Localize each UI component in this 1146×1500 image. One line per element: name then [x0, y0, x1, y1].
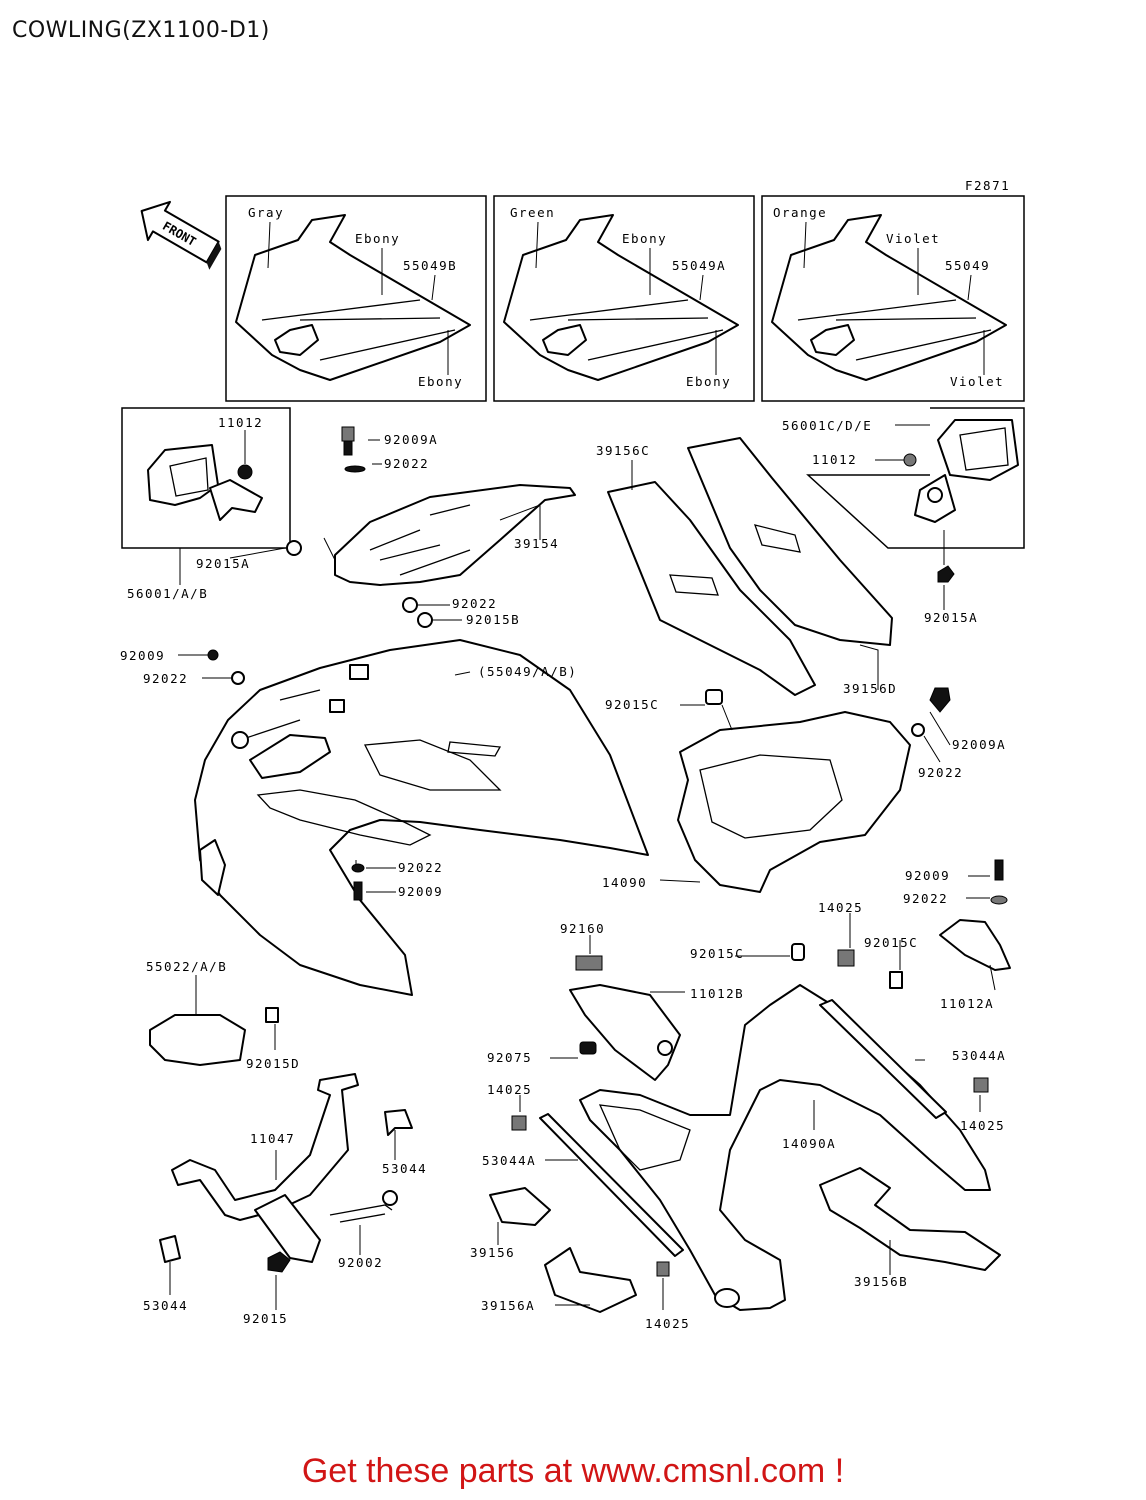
- variant-box-green: Green Ebony 55049A Ebony: [493, 195, 755, 402]
- label-14025-b: 14025: [487, 1082, 532, 1097]
- parts-diagram: F2871 FRONT Gray Ebony 55049B Ebony Gree…: [120, 178, 1025, 1331]
- label-92015a-right: 92015A: [924, 610, 978, 625]
- part-55049-upper-cowling: 92009 92022 (55049/A/B) 92022 92009: [120, 639, 649, 996]
- label-92009a-top: 92009A: [384, 432, 438, 447]
- label-92075: 92075: [487, 1050, 532, 1065]
- label-92022-left: 92022: [143, 671, 188, 686]
- label-14025-d: 14025: [645, 1316, 690, 1331]
- label-53044a-r: 53044A: [952, 1048, 1006, 1063]
- label-11012-right: 11012: [812, 452, 857, 467]
- label-92015c-top: 92015C: [605, 697, 659, 712]
- label-55022: 55022/A/B: [146, 959, 227, 974]
- part-11012b-lower-cover: 92160 92015C 11012B: [560, 921, 805, 1081]
- label-11012a-r: 11012A: [940, 996, 994, 1011]
- label-53044-b: 53044: [143, 1298, 188, 1313]
- label-92009-low: 92009: [398, 884, 443, 899]
- label-92015a-left: 92015A: [196, 556, 250, 571]
- part-39154-upper-inner-cowl: 92009A 92022 39154 92022 92015B: [323, 426, 576, 628]
- label-92009a-right: 92009A: [952, 737, 1006, 752]
- part-39156-pads: 39156 39156A 39156B: [470, 1167, 1001, 1313]
- variant-gray-inner: Ebony: [355, 231, 400, 246]
- variant-orange-inner: Violet: [886, 231, 940, 246]
- variant-orange-part: 55049: [945, 258, 990, 273]
- label-56001: 56001/A/B: [127, 586, 208, 601]
- label-14025-c: 14025: [960, 1118, 1005, 1133]
- label-53044-a: 53044: [382, 1161, 427, 1176]
- label-92022-r2: 92022: [903, 891, 948, 906]
- label-11012b: 11012B: [690, 986, 744, 1001]
- label-92002: 92002: [338, 1255, 383, 1270]
- figure-code: F2871: [965, 178, 1010, 193]
- label-14090: 14090: [602, 875, 647, 890]
- label-39156: 39156: [470, 1245, 515, 1260]
- variant-green-lower: Ebony: [686, 374, 731, 389]
- label-11047: 11047: [250, 1131, 295, 1146]
- page-title: COWLING(ZX1100-D1): [12, 18, 270, 43]
- label-56001cde: 56001C/D/E: [782, 418, 872, 433]
- label-39154: 39154: [514, 536, 559, 551]
- label-14090a: 14090A: [782, 1136, 836, 1151]
- label-39156a: 39156A: [481, 1298, 535, 1313]
- part-14090-inner-cover: 92015C 92009A 92022 14090: [602, 687, 1006, 893]
- label-11012-left: 11012: [218, 415, 263, 430]
- label-39156d: 39156D: [843, 681, 897, 696]
- label-39156b: 39156B: [854, 1274, 908, 1289]
- label-92015b: 92015B: [466, 612, 520, 627]
- footer-link[interactable]: Get these parts at www.cmsnl.com !: [301, 1452, 845, 1490]
- label-14025-a: 14025: [818, 900, 863, 915]
- part-39156c-39156d-pads: 39156C 39156D: [596, 437, 897, 696]
- label-92022-mid: 92022: [452, 596, 497, 611]
- part-11047-cowling-stay: 11047 53044 92002 53044 92015: [143, 1073, 427, 1326]
- label-53044a-l: 53044A: [482, 1153, 536, 1168]
- part-11012a-side-cover: 92009 92022 14025 92015C 11012A: [818, 859, 1011, 1011]
- label-92015c-b: 92015C: [864, 935, 918, 950]
- variant-orange-color: Orange: [773, 205, 827, 220]
- label-92160: 92160: [560, 921, 605, 936]
- variant-gray-part: 55049B: [403, 258, 457, 273]
- variant-box-orange: Orange Violet 55049 Violet: [761, 195, 1025, 402]
- variant-orange-lower: Violet: [950, 374, 1004, 389]
- label-92015: 92015: [243, 1311, 288, 1326]
- part-55022-bracket-cover: 55022/A/B 92015D: [146, 959, 300, 1071]
- label-92009: 92009: [120, 648, 165, 663]
- mirror-right-assembly: 56001C/D/E 11012 92015A: [782, 407, 1025, 625]
- front-arrow-icon: FRONT: [140, 200, 222, 270]
- variant-green-color: Green: [510, 205, 555, 220]
- label-92022-low: 92022: [398, 860, 443, 875]
- label-92015c-c: 92015C: [690, 946, 744, 961]
- label-39156c: 39156C: [596, 443, 650, 458]
- label-55049ab: (55049/A/B): [478, 664, 577, 679]
- variant-green-part: 55049A: [672, 258, 726, 273]
- variant-gray-lower: Ebony: [418, 374, 463, 389]
- label-92022-top: 92022: [384, 456, 429, 471]
- label-92022-right: 92022: [918, 765, 963, 780]
- label-92015d: 92015D: [246, 1056, 300, 1071]
- variant-box-gray: Gray Ebony 55049B Ebony: [225, 195, 487, 402]
- mirror-left-assembly: 11012 92015A 56001/A/B: [121, 407, 302, 601]
- label-92009-r2: 92009: [905, 868, 950, 883]
- part-14090a-lower-cowling: 92075 53044A 14025 14025 14090A 53044A 1…: [482, 984, 1006, 1331]
- variant-gray-color: Gray: [248, 205, 284, 220]
- variant-green-inner: Ebony: [622, 231, 667, 246]
